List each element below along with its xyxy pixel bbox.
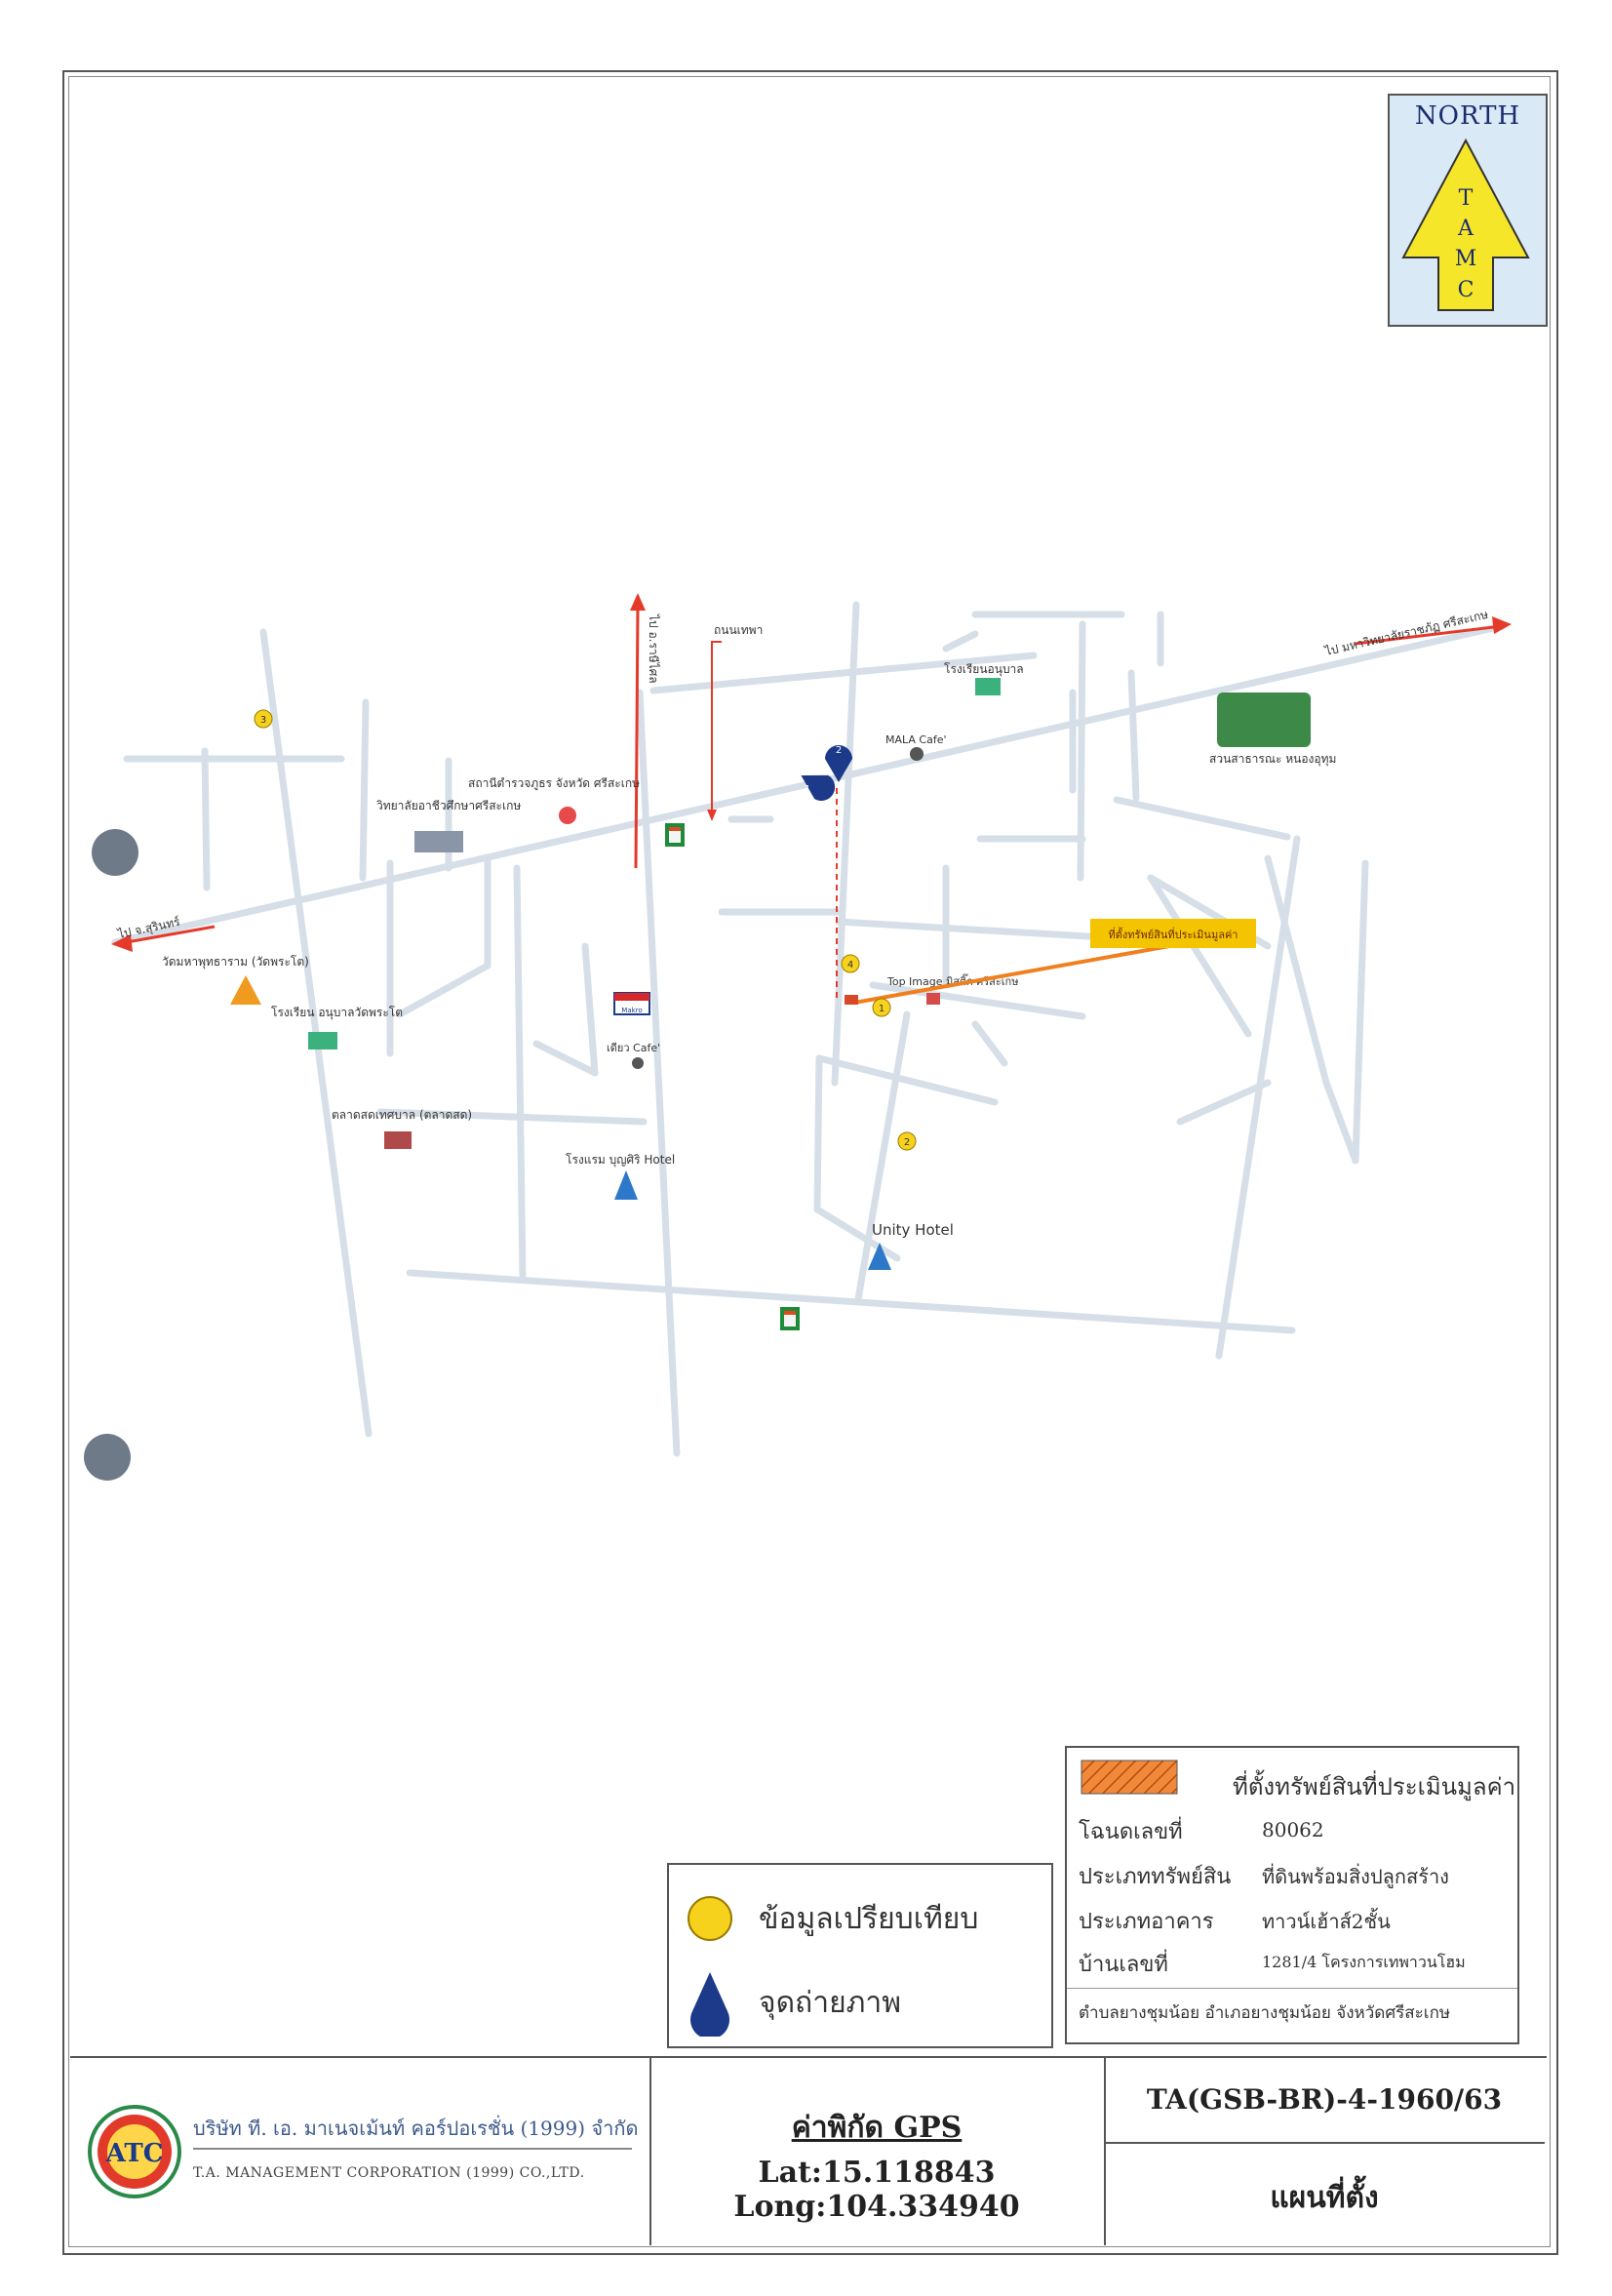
symbol-legend: ข้อมูลเปรียบเทียบ จุดถ่ายภาพ: [667, 1863, 1053, 2048]
comparable-marker: 1: [872, 998, 891, 1017]
place-police: สถานีตำรวจภูธร จังหวัด ศรีสะเกษ: [468, 776, 640, 824]
legend-photo-label: จุดถ่ายภาพ: [759, 1985, 902, 2020]
place-label-diao-cafe: เดียว Cafe': [607, 1042, 660, 1054]
place-label-temple: วัดมหาพุทธาราม (วัดพระโต): [162, 955, 309, 970]
comparable-marker: 2: [897, 1131, 917, 1151]
company-name-en: T.A. MANAGEMENT CORPORATION (1999) CO.,L…: [193, 2165, 585, 2181]
place-label-school: โรงเรียนอนุบาล: [944, 662, 1024, 677]
svg-text:ATC: ATC: [105, 2139, 164, 2168]
gps-title: ค่าพิกัด GPS: [791, 2111, 963, 2145]
thepa-road-pointer: ถนนเทพา: [707, 623, 763, 821]
legend-comparable: ข้อมูลเปรียบเทียบ: [683, 1884, 978, 1953]
photo-point-icon: 2: [825, 745, 852, 782]
deed-label: โฉนดเลขที่: [1079, 1820, 1183, 1844]
address-line: ตำบลยางชุมน้อย อำเภอยางชุมน้อย จังหวัดศร…: [1079, 2003, 1451, 2023]
page-frame: [62, 70, 1558, 2255]
gps-cell: ค่าพิกัด GPS Lat:15.118843 Long:104.3349…: [649, 2058, 1106, 2245]
direction-arrows: [111, 593, 1512, 952]
seven-eleven-icon: [780, 1307, 800, 1330]
place-mala-cafe: MALA Cafe': [885, 733, 947, 761]
hatched-swatch-icon: [1081, 1760, 1178, 1795]
place-label-market: ตลาดสดเทศบาล (ตลาดสด): [332, 1108, 472, 1122]
property-type-value: ที่ดินพร้อมสิ่งปลูกสร้าง: [1262, 1865, 1449, 1888]
comparable-marker: 3: [254, 709, 273, 729]
company-cell: ATC บริษัท ที. เอ. มาเนจเม้นท์ คอร์ปอเรช…: [70, 2058, 651, 2245]
place-boonsiri-hotel: โรงแรม บุญศิริ Hotel: [566, 1153, 675, 1200]
map-canvas: ถนนเทพา ไป มหาวิทยาลัยราชภัฏ ศรีสะเกษ ไป…: [111, 593, 1512, 1457]
building-type-value: ทาวน์เฮ้าส์2ชั้น: [1262, 1910, 1391, 1933]
place-makro: Makro: [613, 992, 650, 1015]
document-code: TA(GSB-BR)-4-1960/63: [1146, 2083, 1503, 2116]
location-map: ถนนเทพา ไป มหาวิทยาลัยราชภัฏ ศรีสะเกษ ไป…: [98, 575, 1521, 1473]
place-diao-cafe: เดียว Cafe': [607, 1042, 660, 1069]
place-temple-school: โรงเรียน อนุบาลวัดพระโต: [271, 1006, 403, 1049]
north-letter-c: C: [1458, 278, 1474, 302]
road-network: [111, 601, 1506, 1457]
company-name-th: บริษัท ที. เอ. มาเนจเม้นท์ คอร์ปอเรชั่น …: [193, 2117, 639, 2140]
property-location-marker: ที่ตั้งทรัพย์สินที่ประเมินมูลค่า: [1090, 919, 1256, 948]
comparable-number: 2: [904, 1137, 910, 1148]
north-letter-a: A: [1457, 217, 1474, 241]
page-frame-inner: [68, 76, 1551, 2247]
place-label-mala-cafe: MALA Cafe': [885, 733, 947, 746]
legend-comparable-label: ข้อมูลเปรียบเทียบ: [759, 1901, 979, 1936]
north-arrow-icon: T A M C: [1401, 138, 1530, 311]
deed-value: 80062: [1262, 1818, 1324, 1841]
place-college: วิทยาลัยอาชีวศึกษาศรีสะเกษ: [376, 799, 522, 852]
place-label-makro: Makro: [621, 1007, 642, 1014]
comparable-number: 3: [260, 715, 266, 726]
gps-coordinates: Lat:15.118843 Long:104.334940: [733, 2156, 1020, 2224]
place-label-park: สวนสาธารณะ หนองอุทุม: [1209, 752, 1336, 767]
title-block: ATC บริษัท ที. เอ. มาเนจเม้นท์ คอร์ปอเรช…: [70, 2056, 1547, 2245]
road-label-thepa: ถนนเทพา: [714, 623, 763, 637]
place-unity-hotel: Unity Hotel: [868, 1221, 954, 1270]
building-type-label: ประเภทอาคาร: [1079, 1910, 1214, 1934]
photo-point-icon: 1: [801, 774, 836, 801]
place-label-top-image: Top Image มิสติ๊ก ศรีสะเกษ: [886, 973, 1018, 988]
legend-photo: จุดถ่ายภาพ: [683, 1968, 901, 2037]
property-marker-label: ที่ตั้งทรัพย์สินที่ประเมินมูลค่า: [1109, 927, 1238, 941]
place-label-police: สถานีตำรวจภูธร จังหวัด ศรีสะเกษ: [468, 776, 640, 791]
punch-hole-icon: [84, 1434, 131, 1481]
place-label-unity-hotel: Unity Hotel: [872, 1221, 954, 1239]
place-top-image: Top Image มิสติ๊ก ศรีสะเกษ: [886, 973, 1018, 1005]
house-number-value: 1281/4 โครงการเทพาวนโฮม: [1262, 1953, 1466, 1971]
place-park: สวนสาธารณะ หนองอุทุม: [1209, 693, 1336, 767]
place-temple: วัดมหาพุทธาราม (วัดพระโต): [162, 955, 309, 1005]
north-label: NORTH: [1414, 101, 1521, 131]
comparable-marker: 4: [841, 954, 860, 973]
property-parcel: [845, 995, 858, 1005]
photo-point-number: 2: [836, 745, 842, 756]
comparable-number: 4: [847, 960, 853, 970]
property-type-label: ประเภททรัพย์สิน: [1079, 1865, 1232, 1889]
place-label-college: วิทยาลัยอาชีวศึกษาศรีสะเกษ: [376, 799, 522, 812]
photo-point-number: 1: [805, 784, 810, 795]
comparable-legend-icon: [688, 1896, 732, 1941]
sheet-title: แผนที่ตั้ง: [1270, 2181, 1379, 2215]
north-letter-m: M: [1455, 247, 1477, 271]
place-market: ตลาดสดเทศบาล (ตลาดสด): [332, 1108, 472, 1149]
company-logo-icon: ATC: [88, 2105, 181, 2198]
punch-hole-icon: [92, 829, 138, 876]
place-school: โรงเรียนอนุบาล: [944, 662, 1024, 695]
house-number-label: บ้านเลขที่: [1079, 1953, 1168, 1977]
place-label-temple-school: โรงเรียน อนุบาลวัดพระโต: [271, 1006, 403, 1020]
north-letter-t: T: [1459, 186, 1474, 211]
photo-point-legend-icon: [690, 1972, 729, 2037]
north-arrow-box: NORTH T A M C: [1388, 94, 1548, 327]
road-label-rasi-salai: ไป อ.ราษีไศล: [647, 614, 660, 684]
legend-property-title: ที่ตั้งทรัพย์สินที่ประเมินมูลค่า: [1233, 1773, 1516, 1801]
place-label-boonsiri-hotel: โรงแรม บุญศิริ Hotel: [566, 1153, 675, 1168]
doc-info-cell: TA(GSB-BR)-4-1960/63 แผนที่ตั้ง: [1104, 2058, 1545, 2245]
seven-eleven-icon: [665, 823, 685, 847]
comparable-number: 1: [879, 1004, 885, 1014]
property-pointer-line: [853, 942, 1181, 1005]
property-legend: ที่ตั้งทรัพย์สินที่ประเมินมูลค่า โฉนดเลข…: [1065, 1746, 1519, 2044]
